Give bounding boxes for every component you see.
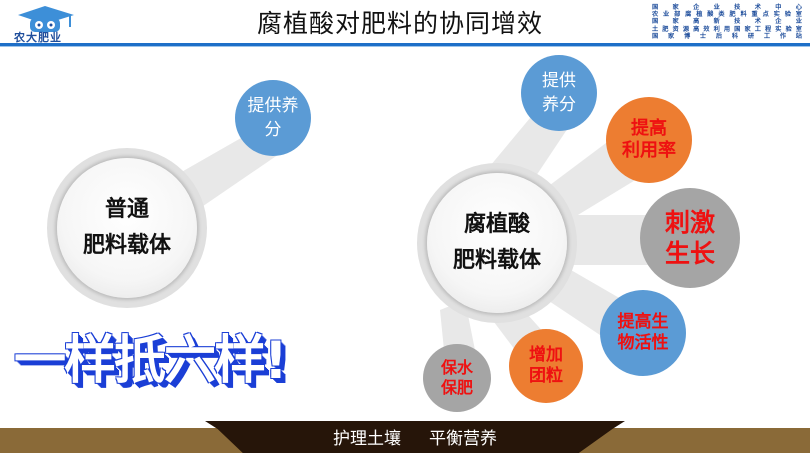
footer-text: 护理土壤 平衡营养 [205, 424, 625, 449]
center-label: 肥料载体 [452, 248, 541, 273]
org-line: 国家博士后科研工作站 [652, 32, 802, 40]
node-label: 保水 [440, 358, 473, 377]
node-label: 生长 [664, 239, 715, 268]
node-increase-aggregates: 增加团粒 [509, 329, 583, 403]
node-provide-nutrients-left: 提供养分 [235, 80, 311, 156]
logo-text: 农大肥业 [14, 31, 62, 44]
node-retain-water-fertilizer: 保水保肥 [423, 344, 491, 412]
node-label: 提高生 [617, 311, 669, 332]
center-label: 腐植酸 [463, 212, 530, 237]
org-line: 国家企业技术中心 [652, 4, 802, 11]
node-label: 提高 [631, 117, 667, 139]
node-label: 养分 [542, 95, 576, 115]
node-label: 增加 [529, 344, 563, 365]
node-improve-utilization: 提高利用率 [606, 97, 692, 183]
node-label: 提供 [542, 71, 576, 91]
header-divider [0, 43, 810, 47]
node-stimulate-growth: 刺激生长 [640, 188, 740, 288]
node-label: 团粒 [529, 366, 563, 386]
node-label: 分 [264, 120, 282, 140]
center-label: 普通 [104, 197, 149, 222]
node-label: 利用率 [622, 140, 676, 161]
node-provide-nutrients: 提供养分 [521, 55, 597, 131]
center-label: 肥料载体 [82, 233, 171, 258]
org-line: 国家高新技术企业 [652, 18, 802, 26]
ordinary-fertilizer-carrier-circle: 普通肥料载体 [47, 148, 207, 308]
node-label: 刺激 [664, 207, 715, 237]
page-title: 腐植酸对肥料的协同增效 [256, 9, 543, 38]
node-label: 保肥 [440, 378, 473, 397]
org-line: 土肥资源高效利用国家工程实验室 [652, 25, 802, 33]
node-label: 物活性 [617, 333, 669, 353]
footer-banner [205, 421, 625, 453]
organization-credentials: 国家企业技术中心 农业部腐植酸类肥料重点实验室 国家高新技术企业 土肥资源高效利… [652, 4, 802, 40]
slogan: 一样抵六样! [14, 331, 288, 391]
node-label: 提供养 [247, 96, 299, 116]
node-bioactivity: 提高生物活性 [600, 290, 686, 376]
humic-acid-carrier-circle: 腐植酸肥料载体 [417, 163, 577, 323]
footer-left: 护理土壤 [333, 429, 401, 449]
org-line: 农业部腐植酸类肥料重点实验室 [652, 11, 802, 19]
logo-graduation-cap-icon [18, 6, 74, 32]
footer-right: 平衡营养 [429, 429, 497, 449]
